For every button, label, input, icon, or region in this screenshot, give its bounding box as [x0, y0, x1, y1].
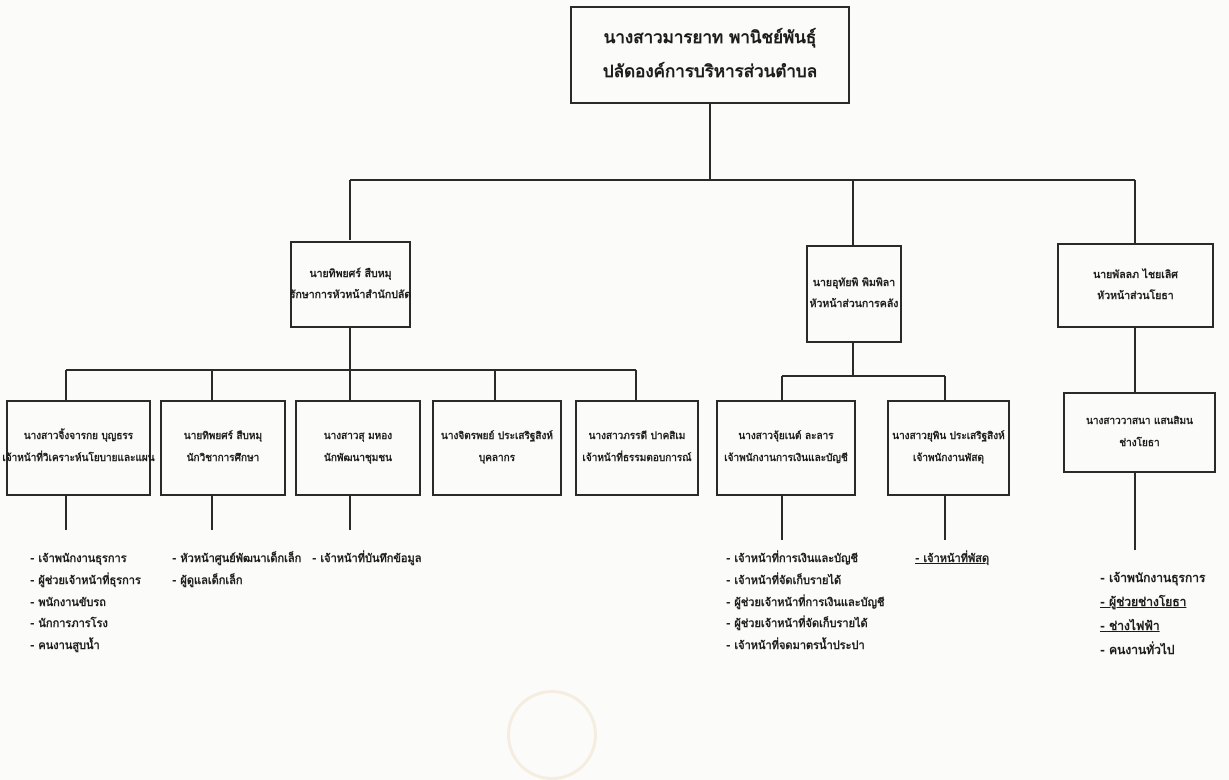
staff-name: นางสาวภรรดี ปาคสิเม — [588, 431, 686, 442]
staff-name: นายทิพยศร์ สืบหมุ — [183, 431, 263, 442]
positions-list-supplies: - เจ้าหน้าที่พัสดุ — [915, 548, 989, 570]
division-clerk-box: นายทิพยศร์ สืบหมุ รักษาการหัวหน้าสำนักปล… — [290, 241, 411, 328]
positions-list-accounting: - เจ้าหน้าที่การเงินและบัญชี - เจ้าหน้าท… — [726, 548, 884, 657]
staff-name: นางจิตรพยย์ ประเสริฐสิงห์ — [441, 431, 553, 442]
org-chart-connectors — [65, 103, 1136, 550]
list-item: - เจ้าหน้าที่พัสดุ — [915, 552, 990, 565]
list-item: - ผู้ช่วยเจ้าหน้าที่ธุรการ — [30, 573, 141, 587]
division-head-name: นายพัลลภ ไชยเลิศ — [1093, 268, 1178, 281]
list-item: - ช่างไฟฟ้า — [1100, 619, 1160, 633]
list-item: - ผู้ช่วยช่างโยธา — [1100, 595, 1187, 609]
division-head-title: หัวหน้าส่วนโยธา — [1097, 289, 1174, 302]
list-item: - เจ้าพนักงานธุรการ — [30, 552, 127, 565]
staff-title: เจ้าพนักงานการเงินและบัญชี — [724, 453, 848, 464]
division-engineering-box: นายพัลลภ ไชยเลิศ หัวหน้าส่วนโยธา — [1057, 243, 1214, 328]
list-item: - ผู้ช่วยเจ้าหน้าที่จัดเก็บรายได้ — [726, 617, 868, 631]
list-item: - เจ้าหน้าที่บันทึกข้อมูล — [312, 552, 422, 565]
list-item: - หัวหน้าศูนย์พัฒนาเด็กเล็ก — [172, 552, 302, 565]
list-item: - คนงานทั่วไป — [1100, 643, 1175, 657]
list-item: - ผู้ดูแลเด็กเล็ก — [172, 573, 243, 587]
staff-box-accounting: นางสาวจุ้ยเนต์ ละลาร เจ้าพนักงานการเงินแ… — [716, 400, 856, 496]
chief-name: นางสาวมารยาท พานิชย์พันธุ์ — [603, 28, 817, 48]
staff-name: นางสาวสุ มหอง — [323, 431, 393, 442]
staff-title: เจ้าพนักงานพัสดุ — [913, 453, 984, 464]
positions-list-community: - เจ้าหน้าที่บันทึกข้อมูล — [312, 548, 422, 570]
list-item: - เจ้าพนักงานธุรการ — [1100, 571, 1206, 585]
staff-name: นางสาวยุพิน ประเสริฐสิงห์ — [892, 431, 1005, 442]
staff-box-civil-engineer: นางสาววาสนา แสนสิมน ช่างโยธา — [1063, 392, 1216, 473]
watermark-seal — [507, 690, 597, 780]
positions-list-engineering: - เจ้าพนักงานธุรการ - ผู้ช่วยช่างโยธา - … — [1100, 566, 1205, 662]
division-head-title: รักษาการหัวหน้าสำนักปลัด — [289, 288, 412, 301]
staff-box-education: นายทิพยศร์ สืบหมุ นักวิชาการศึกษา — [160, 400, 286, 496]
staff-name: นางสาวจิ้งจารกย บุญธรร — [23, 431, 134, 442]
positions-list-education: - หัวหน้าศูนย์พัฒนาเด็กเล็ก - ผู้ดูแลเด็… — [172, 548, 301, 592]
staff-box-community: นางสาวสุ มหอง นักพัฒนาชุมชน — [295, 400, 421, 496]
staff-box-policy: นางสาวจิ้งจารกย บุญธรร เจ้าหน้าที่วิเครา… — [2, 400, 155, 496]
staff-name: นางสาววาสนา แสนสิมน — [1086, 415, 1193, 427]
division-finance-box: นายอุทัยพิ พิมพิลา หัวหน้าส่วนการคลัง — [806, 245, 902, 343]
list-item: - นักการภารโรง — [30, 617, 108, 631]
staff-box-legal: นางสาวภรรดี ปาคสิเม เจ้าหน้าที่ธรรมตอบกา… — [575, 400, 699, 496]
list-item: - คนงานสูบน้ำ — [30, 639, 100, 653]
list-item: - เจ้าหน้าที่จดมาตรน้ำประปา — [726, 639, 865, 653]
division-head-name: นายทิพยศร์ สืบหมุ — [309, 267, 392, 280]
staff-name: นางสาวจุ้ยเนต์ ละลาร — [738, 431, 834, 442]
staff-title: ช่างโยธา — [1119, 437, 1160, 449]
staff-title: เจ้าหน้าที่วิเคราะห์นโยบายและแผน — [2, 453, 155, 464]
staff-title: นักวิชาการศึกษา — [186, 453, 260, 464]
staff-title: บุคลากร — [478, 453, 516, 464]
list-item: - ผู้ช่วยเจ้าหน้าที่การเงินและบัญชี — [726, 595, 885, 609]
staff-box-supplies: นางสาวยุพิน ประเสริฐสิงห์ เจ้าพนักงานพัส… — [887, 400, 1010, 496]
staff-title: เจ้าหน้าที่ธรรมตอบการณ์ — [582, 453, 692, 464]
division-head-name: นายอุทัยพิ พิมพิลา — [812, 277, 896, 289]
chief-administrator-box: นางสาวมารยาท พานิชย์พันธุ์ ปลัดองค์การบร… — [570, 6, 850, 104]
staff-title: นักพัฒนาชุมชน — [324, 453, 392, 464]
list-item: - เจ้าหน้าที่การเงินและบัญชี — [726, 552, 858, 565]
division-head-title: หัวหน้าส่วนการคลัง — [809, 298, 899, 310]
list-item: - พนักงานขับรถ — [30, 595, 106, 609]
chief-title: ปลัดองค์การบริหารส่วนตำบล — [602, 62, 818, 82]
list-item: - เจ้าหน้าที่จัดเก็บรายได้ — [726, 573, 842, 587]
positions-list-policy: - เจ้าพนักงานธุรการ - ผู้ช่วยเจ้าหน้าที่… — [30, 548, 141, 657]
staff-box-personnel: นางจิตรพยย์ ประเสริฐสิงห์ บุคลากร — [432, 400, 562, 496]
